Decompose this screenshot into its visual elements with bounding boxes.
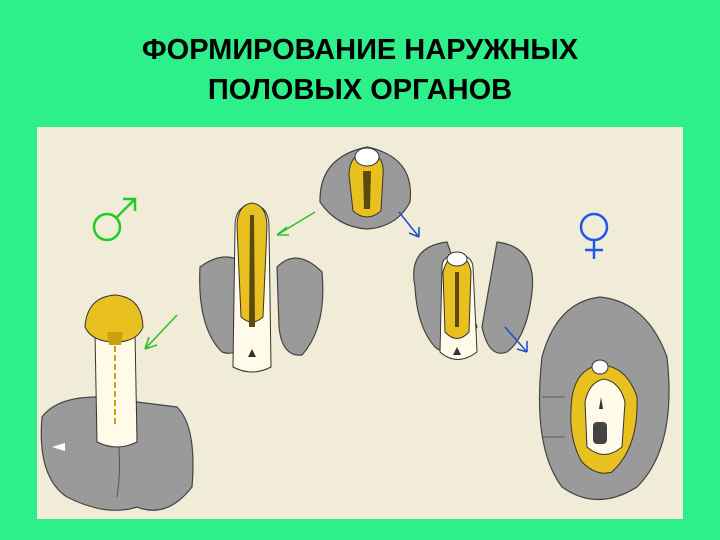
female-intermediate-figure — [413, 241, 534, 360]
title-line-1: ФОРМИРОВАНИЕ НАРУЖНЫХ — [141, 34, 579, 66]
male-arrow-lower — [144, 314, 178, 350]
male-intermediate-figure — [199, 202, 324, 373]
female-arrow-lower — [504, 326, 528, 353]
female-symbol-text: ♀ — [594, 231, 595, 233]
male-symbol-text: ♂ — [107, 231, 108, 233]
illustration-panel: ♂ ♀ — [37, 127, 683, 519]
title-line-2: ПОЛОВЫХ ОРГАНОВ — [207, 74, 513, 106]
female-arrow-upper — [398, 211, 420, 238]
indifferent-stage-figure — [319, 146, 412, 230]
female-final-figure — [538, 296, 670, 501]
slide-title: ФОРМИРОВАНИЕ НАРУЖНЫХ ПОЛОВЫХ ОРГАНОВ — [0, 30, 720, 110]
female-symbol-icon: ♀ — [579, 212, 609, 259]
male-symbol-icon: ♂ — [92, 197, 137, 242]
male-final-figure — [40, 294, 194, 511]
genital-development-diagram: ♂ ♀ — [40, 146, 670, 511]
male-arrow-upper — [276, 211, 316, 236]
